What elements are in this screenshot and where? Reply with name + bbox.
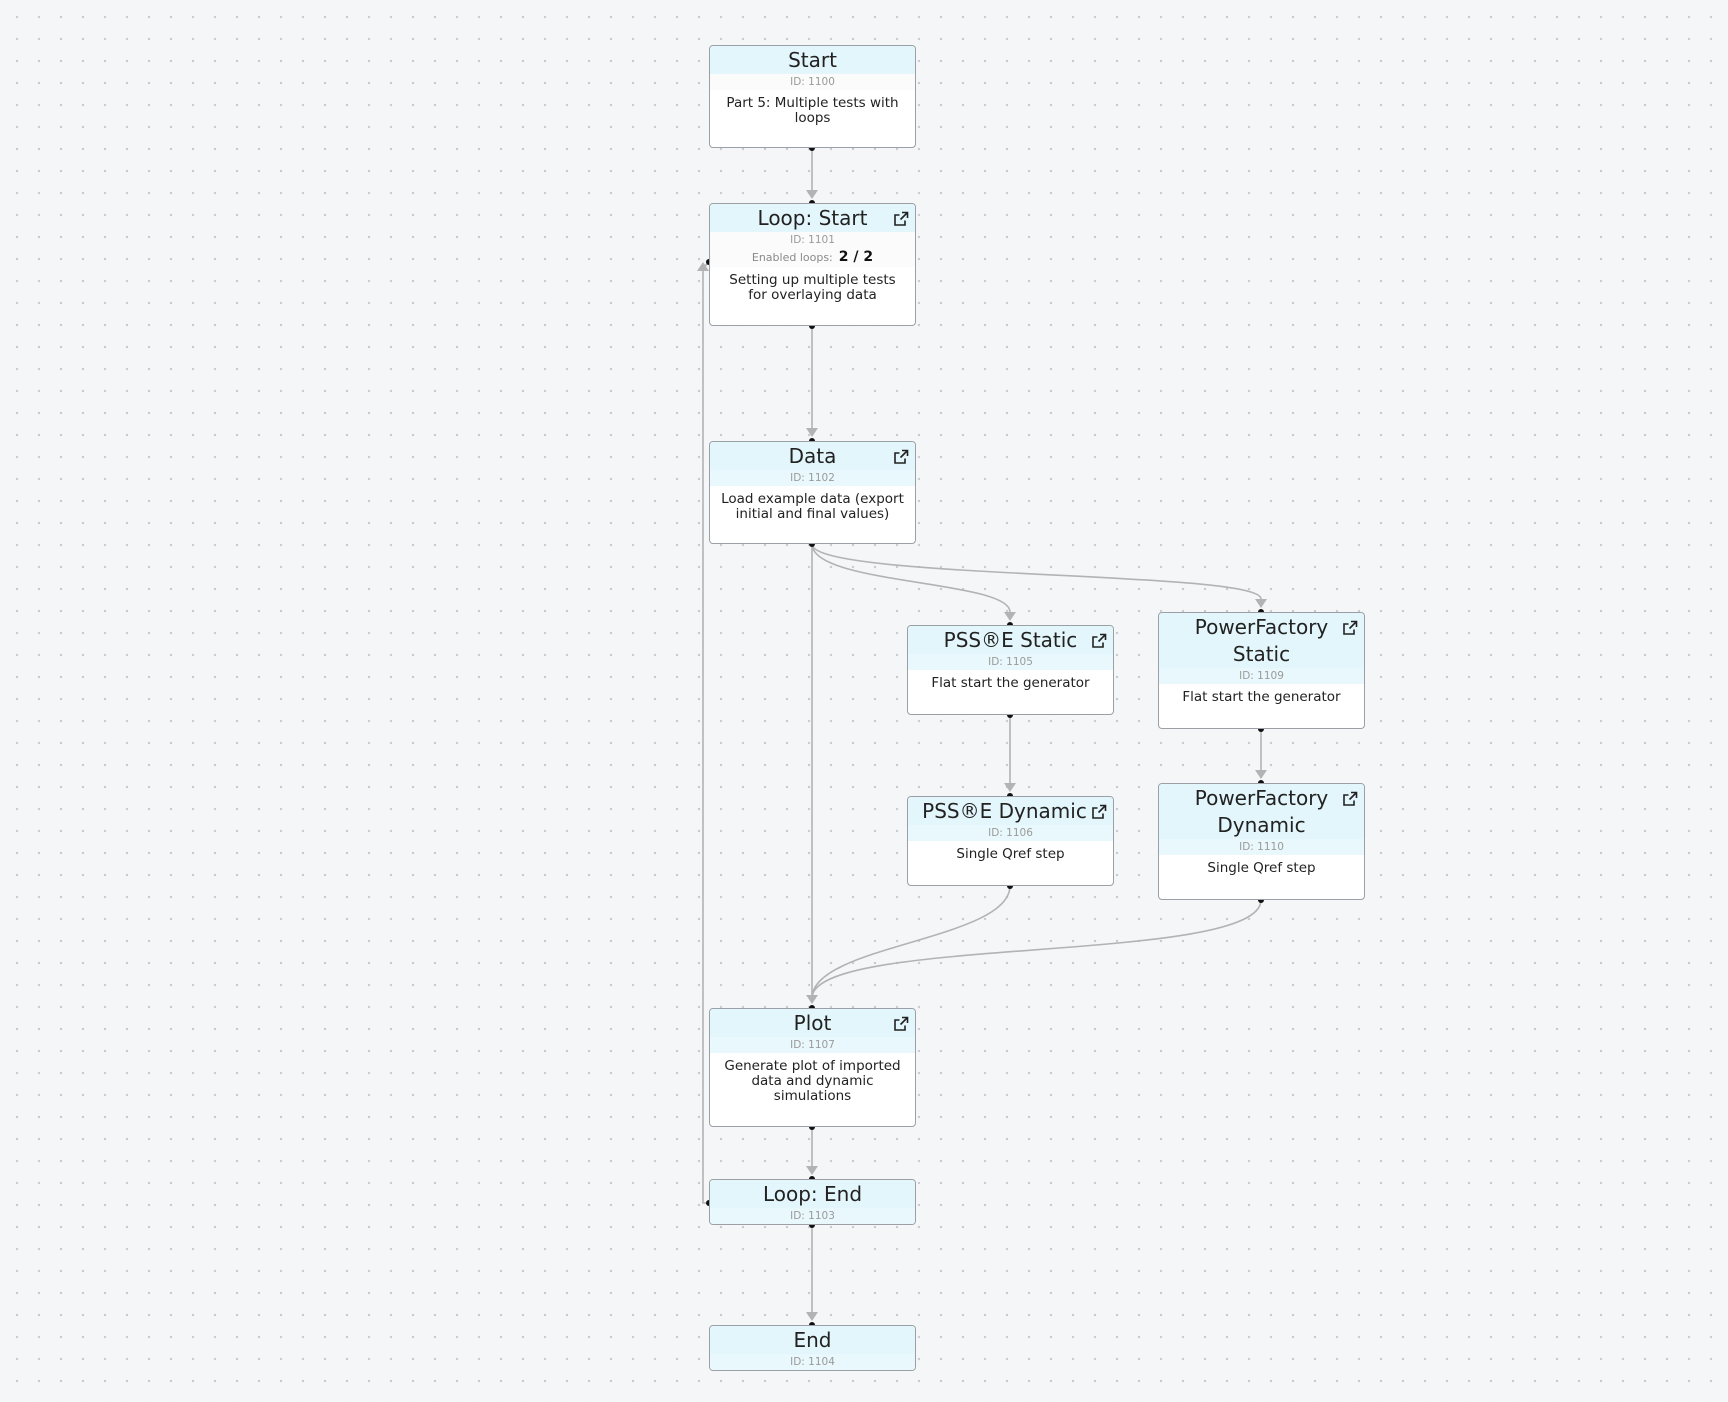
node-id: ID: 1107 bbox=[710, 1037, 915, 1053]
node-data[interactable]: Data ID: 1102 Load example data (export … bbox=[709, 441, 916, 544]
enabled-loops-row: Enabled loops: 2 / 2 bbox=[710, 248, 915, 267]
node-id: ID: 1103 bbox=[710, 1208, 915, 1224]
open-external-icon[interactable] bbox=[1091, 804, 1107, 820]
node-description: Part 5: Multiple tests with loops bbox=[726, 95, 899, 126]
arrow-head bbox=[1255, 599, 1267, 608]
node-powerfactory-static[interactable]: PowerFactory Static ID: 1109 Flat start … bbox=[1158, 612, 1365, 729]
open-external-icon[interactable] bbox=[893, 449, 909, 465]
node-title: PowerFactory Static bbox=[1159, 613, 1364, 668]
arrow-head bbox=[806, 1166, 818, 1175]
enabled-loops-label: Enabled loops: bbox=[751, 251, 833, 264]
node-description: Setting up multiple tests for overlaying… bbox=[729, 272, 896, 303]
enabled-loops-value: 2 / 2 bbox=[838, 249, 874, 265]
arrow-head bbox=[1255, 770, 1267, 779]
node-powerfactory-dynamic[interactable]: PowerFactory Dynamic ID: 1110 Single Qre… bbox=[1158, 783, 1365, 900]
node-id: ID: 1100 bbox=[710, 74, 915, 90]
node-end[interactable]: End ID: 1104 bbox=[709, 1325, 916, 1371]
arrow-head bbox=[806, 428, 818, 437]
open-external-icon[interactable] bbox=[1342, 791, 1358, 807]
node-id: ID: 1110 bbox=[1159, 839, 1364, 855]
node-psse-static[interactable]: PSS®E Static ID: 1105 Flat start the gen… bbox=[907, 625, 1114, 715]
node-id: ID: 1105 bbox=[908, 654, 1113, 670]
node-description: Flat start the generator bbox=[1182, 689, 1341, 705]
node-title: Plot bbox=[710, 1009, 915, 1037]
node-description: Single Qref step bbox=[1207, 860, 1316, 876]
node-title: Loop: Start bbox=[710, 204, 915, 232]
open-external-icon[interactable] bbox=[893, 211, 909, 227]
node-plot[interactable]: Plot ID: 1107 Generate plot of imported … bbox=[709, 1008, 916, 1127]
node-title: PowerFactory Dynamic bbox=[1159, 784, 1364, 839]
node-description: Load example data (export initial and fi… bbox=[721, 491, 904, 522]
node-title: End bbox=[710, 1326, 915, 1354]
arrow-head bbox=[1004, 783, 1016, 792]
node-start[interactable]: Start ID: 1100 Part 5: Multiple tests wi… bbox=[709, 45, 916, 148]
node-title: PSS®E Static bbox=[908, 626, 1113, 654]
edge-pf-dynamic-plot[interactable] bbox=[811, 899, 1262, 999]
arrow-head bbox=[697, 262, 709, 271]
node-description: Flat start the generator bbox=[931, 675, 1090, 691]
node-description: Generate plot of imported data and dynam… bbox=[724, 1058, 901, 1104]
arrow-head bbox=[806, 1312, 818, 1321]
node-title: Loop: End bbox=[710, 1180, 915, 1208]
node-id: ID: 1101 bbox=[710, 232, 915, 248]
edge-psse-dynamic-plot[interactable] bbox=[811, 885, 1011, 999]
open-external-icon[interactable] bbox=[1342, 620, 1358, 636]
node-title: PSS®E Dynamic bbox=[908, 797, 1113, 825]
open-external-icon[interactable] bbox=[1091, 633, 1107, 649]
node-title: Start bbox=[710, 46, 915, 74]
node-id: ID: 1106 bbox=[908, 825, 1113, 841]
arrow-head bbox=[1004, 612, 1016, 621]
node-description: Single Qref step bbox=[956, 846, 1065, 862]
node-loop-start[interactable]: Loop: Start ID: 1101 Enabled loops: 2 / 2… bbox=[709, 203, 916, 326]
open-external-icon[interactable] bbox=[893, 1016, 909, 1032]
node-id: ID: 1109 bbox=[1159, 668, 1364, 684]
node-loop-end[interactable]: Loop: End ID: 1103 bbox=[709, 1179, 916, 1225]
node-id: ID: 1102 bbox=[710, 470, 915, 486]
arrow-head bbox=[806, 995, 818, 1004]
edge-data-psse-static[interactable] bbox=[811, 543, 1011, 613]
node-psse-dynamic[interactable]: PSS®E Dynamic ID: 1106 Single Qref step bbox=[907, 796, 1114, 886]
arrow-head bbox=[806, 190, 818, 199]
node-title: Data bbox=[710, 442, 915, 470]
edge-data-pf-static[interactable] bbox=[811, 543, 1262, 600]
node-id: ID: 1104 bbox=[710, 1354, 915, 1370]
